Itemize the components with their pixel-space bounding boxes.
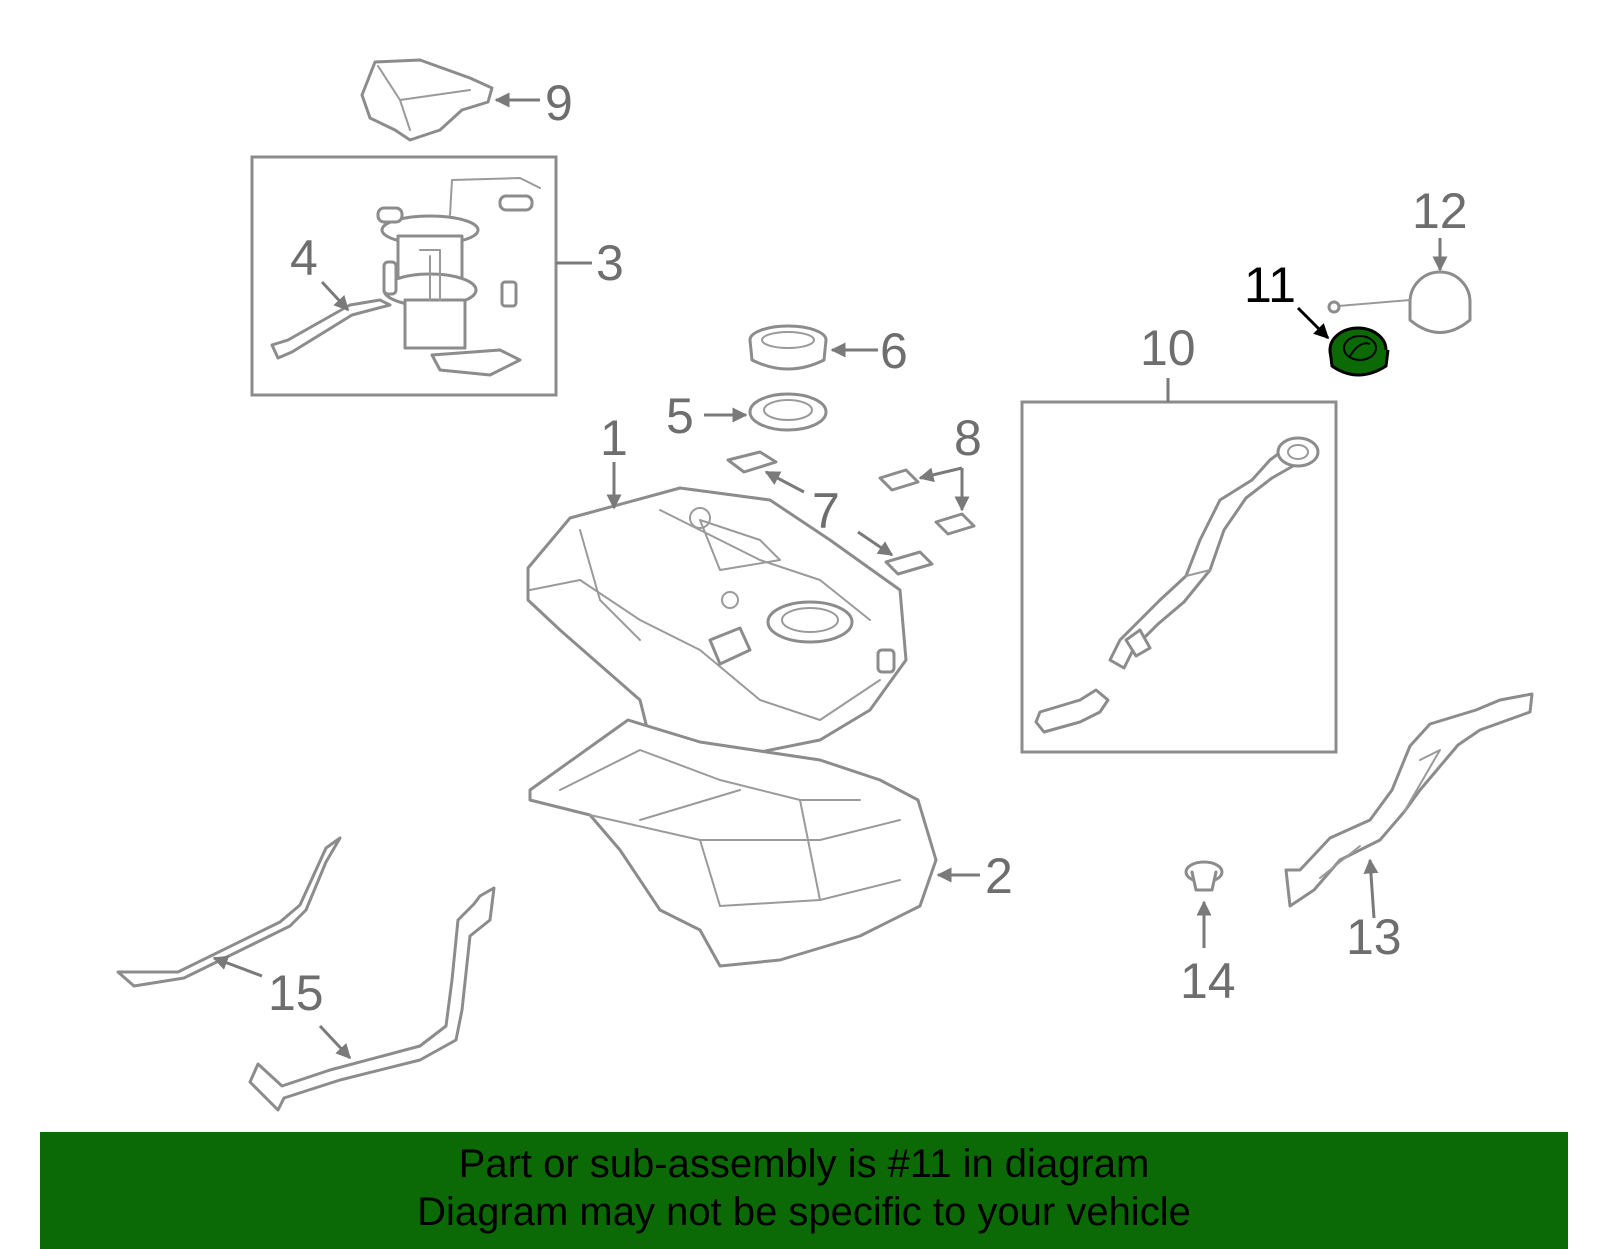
- part-10-frame: [1020, 400, 1338, 754]
- part-7-pads: [726, 450, 934, 576]
- callout-4: 4: [290, 230, 318, 286]
- callout-3: 3: [596, 235, 624, 291]
- part-6-lock-ring: [748, 324, 828, 371]
- part-8-pads: [878, 468, 976, 536]
- part-9-shield: [360, 58, 494, 142]
- part-3-frame: [250, 155, 558, 397]
- leader-8a: [918, 466, 963, 483]
- part-3-fuel-pump: [376, 177, 541, 377]
- part-10-filler-pipe: [1034, 436, 1320, 734]
- leader-13: [1363, 858, 1379, 919]
- leader-7a: [764, 470, 805, 494]
- caption-line-1: Part or sub-assembly is #11 in diagram: [458, 1142, 1150, 1186]
- callout-1: 1: [600, 410, 628, 466]
- callout-12: 12: [1412, 183, 1468, 239]
- part-13-bracket: [1284, 692, 1534, 908]
- callout-9: 9: [545, 75, 573, 131]
- leader-15b: [318, 1024, 352, 1060]
- callout-13: 13: [1346, 909, 1402, 965]
- leader-7b: [857, 530, 894, 557]
- callout-15: 15: [268, 965, 324, 1021]
- caption-line-2: Diagram may not be specific to your vehi…: [417, 1190, 1191, 1234]
- part-11-fuel-cap: [1328, 326, 1390, 377]
- callout-5: 5: [666, 388, 694, 444]
- callout-8: 8: [954, 410, 982, 466]
- callout-11: 11: [1244, 257, 1296, 313]
- part-2-tank-shield: [528, 718, 938, 968]
- caption-banner: Part or sub-assembly is #11 in diagram D…: [40, 1132, 1568, 1249]
- leader-4: [320, 280, 350, 312]
- part-14-grommet: [1184, 860, 1224, 892]
- part-15-straps: [116, 836, 496, 1112]
- callout-10: 10: [1140, 320, 1196, 376]
- part-1-fuel-tank: [526, 486, 908, 762]
- part-4-level-sender: [270, 298, 392, 360]
- callout-6: 6: [880, 323, 908, 379]
- part-5-seal: [748, 392, 828, 432]
- leader-15a: [212, 955, 263, 978]
- callout-14: 14: [1180, 953, 1236, 1009]
- leader-11: [1296, 306, 1330, 340]
- callout-2: 2: [985, 848, 1013, 904]
- part-12-tether-cap: [1327, 270, 1472, 334]
